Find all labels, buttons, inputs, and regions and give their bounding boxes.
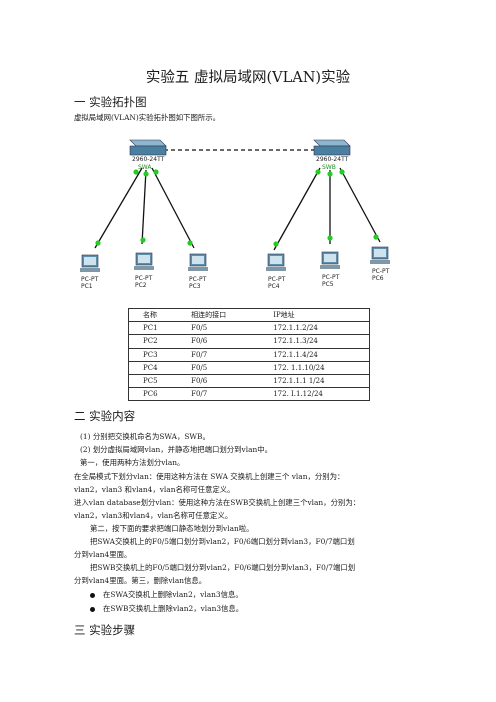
content-line: (1) 分别把交换机命名为SWA，SWB。 (80, 432, 210, 441)
pc3-type: PC-PT (189, 276, 207, 283)
table-cell: 172.1.1.2/24 (259, 321, 370, 336)
switch-swa-icon (129, 139, 167, 156)
content-line: vlan2，vlan3和vlan4，vlan名称可任意定义。 (74, 511, 233, 520)
table-header: 名称 (128, 307, 178, 323)
table-cell: F0/7 (177, 387, 260, 402)
content-line: 在全局模式下划分vlan：使用这种方法在 SWA 交换机上创建三个 vlan，分… (74, 472, 345, 481)
pc1-name: PC1 (81, 283, 93, 290)
table-cell: 172.1.1.1 1/24 (259, 374, 370, 389)
bullet-item: 在SWB交换机上删除vlan2，vlan3信息。 (90, 603, 243, 614)
pc4-type: PC-PT (268, 276, 286, 283)
topology-diagram: 2960-24TT SWA 2960-24TT SWB PC-PT PC1 PC… (80, 139, 390, 290)
table-header: 相连的接口 (177, 307, 260, 323)
table-cell: PC6 (128, 387, 178, 402)
switch-swb-model: 2960-24TT (316, 156, 349, 163)
switch-swa-name: SWA (138, 164, 152, 171)
pc6-type: PC-PT (372, 268, 390, 275)
pc1-type: PC-PT (81, 276, 99, 283)
link-lights (95, 147, 379, 247)
switch-swb-name: SWB (322, 164, 336, 171)
content-line: 第一，使用两种方法划分vlan。 (80, 458, 185, 467)
section-heading-steps: 三 实验步骤 (74, 623, 136, 637)
pc4-name: PC4 (268, 283, 280, 290)
pc5-icon (320, 251, 340, 269)
content-line: 把SWB交换机上的F0/5端口划分到vlan2，F0/6端口划分到vlan3，F… (90, 563, 356, 572)
content-line: 分到vlan4里面。 (74, 550, 132, 559)
cable-pc4 (273, 167, 321, 251)
pc5-name: PC5 (322, 281, 334, 288)
ip-table: 名称 相连的接口 IP地址 PC1 F0/5 172.1.1.2/24 PC2 … (128, 307, 370, 402)
switch-swa-model: 2960-24TT (132, 156, 165, 163)
content-line: vlan2，vlan3 和vlan4，vlan名称可任意定义。 (74, 485, 235, 494)
cable-pc6 (339, 167, 381, 243)
table-header-row: 名称 相连的接口 IP地址 (128, 307, 370, 323)
pc2-icon (134, 252, 154, 270)
content-line: (2) 划分虚拟局域网vlan，并静态地把端口划分到vlan中。 (80, 445, 273, 454)
content-line: 分到vlan4里面。第三，删除vlan信息。 (74, 576, 207, 585)
table-cell: 172.1.1.3/24 (259, 334, 370, 349)
table-cell: F0/7 (177, 348, 260, 362)
bullet-dot-icon (90, 606, 95, 612)
topology-caption: 虚拟局域网(VLAN)实验拓扑图如下图所示。 (74, 113, 221, 122)
table-row: PC5 F0/6 172.1.1.1 1/24 (128, 374, 370, 389)
content-line: 第二，按下面的要求把端口静态地划分到vlan啦。 (90, 524, 254, 533)
pc5-type: PC-PT (322, 274, 340, 281)
table-cell: F0/6 (177, 374, 260, 389)
section-heading-topology: 一 实验拓扑图 (74, 95, 147, 109)
bullet-text: 在SWA交换机上删除vlan2，vlan3信息。 (103, 590, 243, 599)
pc6-name: PC6 (372, 275, 384, 282)
pc3-name: PC3 (189, 283, 201, 290)
pc6-icon (370, 246, 390, 264)
table-cell: F0/6 (177, 334, 260, 349)
table-cell: PC5 (128, 374, 178, 389)
bullet-dot-icon (90, 592, 95, 598)
table-cell: PC4 (128, 361, 178, 375)
cable-pc3 (151, 167, 195, 249)
table-cell: 172.1.1.4/24 (259, 348, 370, 362)
cables (94, 149, 381, 251)
table-row: PC1 F0/5 172.1.1.2/24 (128, 321, 370, 336)
bullet-item: 在SWA交换机上删除vlan2，vlan3信息。 (90, 589, 243, 600)
cable-pc1 (94, 167, 143, 249)
table-row: PC6 F0/7 172. I.1.12/24 (128, 387, 370, 402)
page-title: 实验五 虚拟局域网(VLAN)实验 (145, 70, 351, 86)
table-row: PC4 F0/5 172. 1.1.10/24 (128, 361, 370, 375)
content-line: 进入vlan database划分vlan：使用这种方法在SWB交换机上创建三个… (74, 498, 361, 507)
table-cell: PC2 (128, 334, 178, 349)
table-cell: 172. 1.1.10/24 (259, 361, 370, 375)
content-line: 把SWA交换机上的F0/5端口划分到vlan2，F0/6端口划分到vlan3，F… (90, 537, 355, 546)
pc2-name: PC2 (135, 282, 147, 289)
table-row: PC3 F0/7 172.1.1.4/24 (128, 348, 370, 362)
switch-swb-icon (313, 139, 351, 156)
bullet-text: 在SWB交换机上删除vlan2，vlan3信息。 (103, 604, 244, 613)
cable-pc2 (141, 169, 147, 245)
table-cell: 172. I.1.12/24 (259, 387, 370, 402)
pc3-icon (188, 253, 208, 271)
table-header: IP地址 (259, 307, 370, 323)
table-cell: F0/5 (177, 321, 260, 336)
pc1-icon (80, 254, 100, 272)
section-heading-content: 二 实验内容 (74, 409, 136, 423)
table-cell: PC1 (128, 321, 178, 336)
table-cell: F0/5 (177, 361, 260, 375)
table-cell: PC3 (128, 348, 178, 362)
pc4-icon (266, 253, 286, 271)
pc2-type: PC-PT (135, 275, 153, 282)
table-row: PC2 F0/6 172.1.1.3/24 (128, 334, 370, 349)
